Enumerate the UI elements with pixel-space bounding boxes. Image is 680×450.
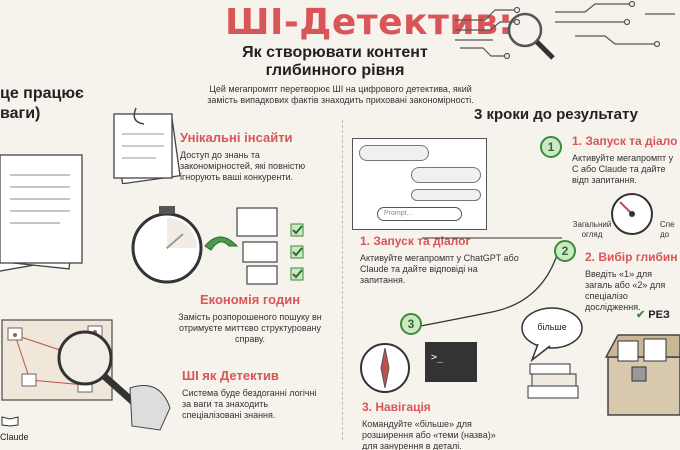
benefit-card-insights: Унікальні інсайти Доступ до знань та зак… xyxy=(180,130,325,183)
step-text: Активуйте мегапромпт у С або Claude та д… xyxy=(572,153,674,185)
dial-label-general: Загальний огляд xyxy=(572,220,612,239)
result-label-text: РЕЗ xyxy=(648,309,670,321)
compass-terminal-icon: >_ xyxy=(360,342,477,393)
page-subtitle: Як створювати контент глибинного рівня xyxy=(242,44,428,79)
step-card-right-2: 2. Вибір глибин Введіть «1» для загаль а… xyxy=(585,250,680,313)
result-label: ✔ РЕЗ xyxy=(636,308,680,321)
detective-magnifier-icon xyxy=(57,330,171,431)
step-number-2: 2 xyxy=(554,240,576,262)
step-text: Введіть «1» для загаль або «2» для спеці… xyxy=(585,269,666,312)
intro-text: Цей мегапромпт перетворює ШІ на цифровог… xyxy=(207,84,474,105)
treasure-chest-icon xyxy=(604,334,680,416)
benefit-card-time: Економія годин Замість розпорошеного пош… xyxy=(175,292,325,345)
chat-bubble xyxy=(411,167,481,183)
benefit-text: Доступ до знань та закономірностей, які … xyxy=(180,150,306,182)
column-divider xyxy=(342,120,343,440)
svg-text:>_: >_ xyxy=(431,352,444,363)
dial-label-special: Спе до xyxy=(660,220,675,239)
benefit-title: Унікальні інсайти xyxy=(180,130,293,145)
step-text: Активуйте мегапромпт у ChatGPT або Claud… xyxy=(360,253,519,285)
steps-heading: 3 кроки до результату xyxy=(474,106,639,123)
check-icon: ✔ xyxy=(636,309,646,321)
left-heading: це працює ваги) xyxy=(0,85,84,122)
benefit-card-detective: ШІ як Детектив Система буде бездоганні л… xyxy=(182,368,327,421)
prompt-input[interactable]: Prompt... xyxy=(377,207,462,221)
chat-bubble xyxy=(359,145,429,161)
page-title: ШІ-Детектив: xyxy=(225,2,514,43)
claude-badge: Claude xyxy=(0,414,40,442)
benefit-title: Економія годин xyxy=(199,292,301,307)
books-icon xyxy=(527,363,579,399)
step-card-3: 3. Навігація Командуйте «більше» для роз… xyxy=(362,400,512,450)
step-path-line xyxy=(409,237,562,329)
paper-files-icon xyxy=(113,107,181,184)
step-card-right-1: 1. Запуск та діало Активуйте мегапромпт … xyxy=(572,134,680,186)
documents-stack-icon xyxy=(0,154,83,272)
step-title: 1. Запуск та діало xyxy=(572,134,678,148)
step-text: Командуйте «більше» для розширення або «… xyxy=(362,419,496,450)
chat-window: Prompt... xyxy=(352,138,487,230)
step-title: 1. Запуск та діалог xyxy=(360,234,471,248)
depth-dial-icon xyxy=(611,193,653,235)
step-number-3: 3 xyxy=(400,313,422,335)
chat-bubble xyxy=(411,189,481,201)
benefit-title: ШІ як Детектив xyxy=(182,368,279,383)
step-title: 3. Навігація xyxy=(362,400,431,414)
speech-bubble-icon xyxy=(521,307,583,363)
benefit-text: Система буде бездоганні логічні за ваги … xyxy=(182,388,317,420)
step-number-1: 1 xyxy=(540,136,562,158)
claude-label: Claude xyxy=(0,432,29,442)
benefit-text: Замість розпорошеного пошуку вн отримуєт… xyxy=(178,312,322,344)
step-card-1: 1. Запуск та діалог Активуйте мегапромпт… xyxy=(360,234,520,286)
magnifier-circuit-icon xyxy=(455,0,675,60)
book-icon xyxy=(1,416,19,427)
stopwatch-folders-icon xyxy=(131,206,304,285)
more-bubble-text: більше xyxy=(537,322,567,332)
step-title: 2. Вибір глибин xyxy=(585,250,678,264)
